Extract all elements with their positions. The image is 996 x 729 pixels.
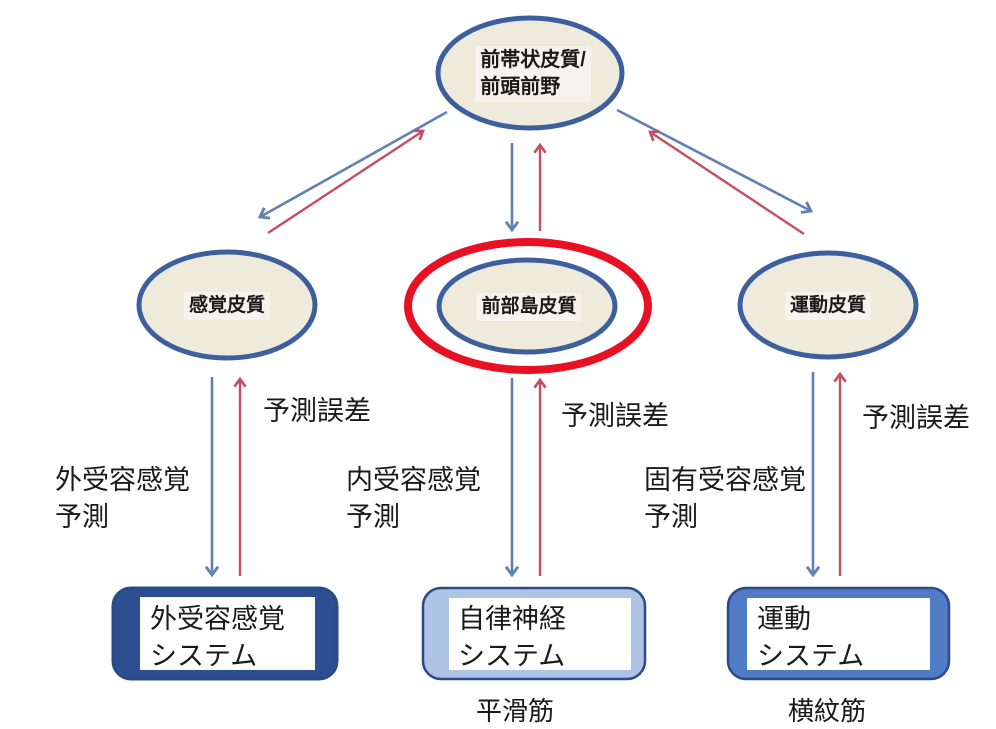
arrow-top-to-sensory: [257, 110, 448, 220]
label-exteroceptive-prediction: 外受容感覚 予測: [55, 462, 190, 536]
label-sensory-cortex: 感覚皮質: [183, 292, 271, 320]
box-motor-inner: [747, 598, 930, 670]
label-exteroceptive-system-line2: システム: [150, 641, 258, 671]
label-exteroceptive-system: 外受容感覚 システム: [150, 601, 285, 675]
label-prediction-error-left: 予測誤差: [263, 396, 371, 426]
label-proprioceptive-prediction-line2: 予測: [644, 502, 698, 532]
label-exteroceptive-system-line1: 外受容感覚: [150, 604, 285, 634]
label-anterior-insula: 前部島皮質: [476, 293, 582, 321]
label-proprioceptive-prediction: 固有受容感覚 予測: [644, 462, 806, 536]
label-interoceptive-prediction-line2: 予測: [346, 502, 400, 532]
label-motor-system-line1: 運動: [757, 604, 811, 634]
label-prediction-error-center: 予測誤差: [561, 401, 669, 431]
label-striated-muscle: 横紋筋: [788, 696, 867, 726]
label-interoceptive-prediction-line1: 内受容感覚: [346, 465, 481, 495]
label-autonomic-system-line1: 自律神経: [458, 604, 566, 634]
label-motor-system: 運動 システム: [757, 601, 864, 675]
arrow-sensory-to-top: [267, 129, 425, 235]
label-smooth-muscle: 平滑筋: [476, 696, 555, 726]
label-autonomic-system-line2: システム: [458, 641, 566, 671]
label-acc-pfc-line1: 前帯状皮質/: [480, 49, 586, 71]
label-exteroceptive-prediction-line2: 予測: [55, 502, 109, 532]
highlight-ring: [404, 238, 652, 374]
label-prediction-error-right: 予測誤差: [862, 403, 970, 433]
label-proprioceptive-prediction-line1: 固有受容感覚: [644, 465, 806, 495]
node-motor-cortex: [737, 250, 919, 360]
label-interoceptive-prediction: 内受容感覚 予測: [346, 462, 481, 536]
label-exteroceptive-prediction-line1: 外受容感覚: [55, 465, 190, 495]
label-acc-pfc: 前帯状皮質/ 前頭前野: [475, 46, 591, 102]
label-motor-system-line2: システム: [757, 641, 865, 671]
node-sensory-cortex: [136, 249, 318, 361]
node-anterior-insula: [436, 257, 618, 355]
box-exteroceptive-inner: [140, 597, 315, 670]
node-acc-pfc: [435, 15, 625, 131]
label-acc-pfc-line2: 前頭前野: [480, 76, 561, 98]
label-motor-cortex: 運動皮質: [784, 292, 872, 320]
arrow-top-to-motor: [616, 108, 814, 214]
box-autonomic-inner: [449, 598, 631, 670]
arrow-motor-to-top: [648, 130, 805, 236]
label-autonomic-system: 自律神経 システム: [458, 601, 566, 675]
